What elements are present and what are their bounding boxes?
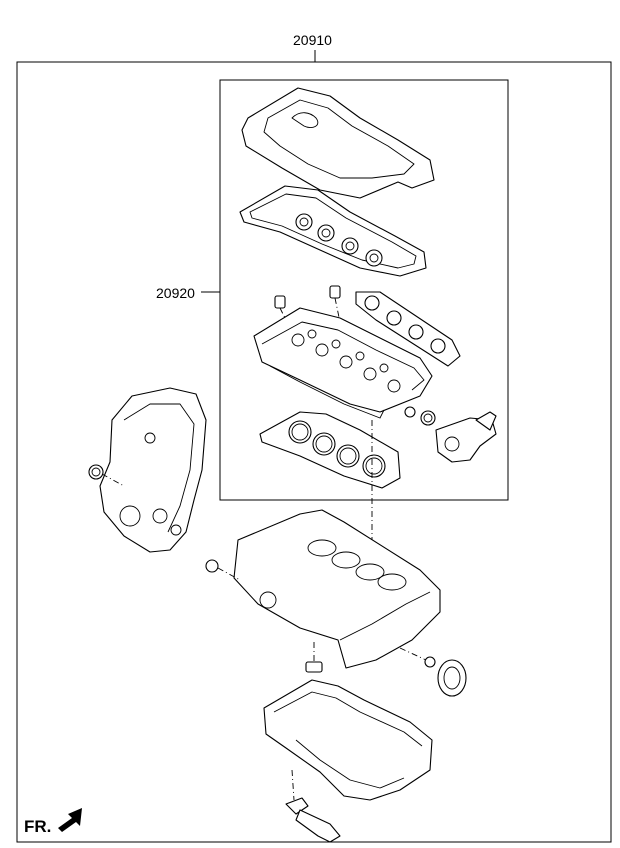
oil-strainer: [285, 797, 341, 843]
inner-frame-20920: [219, 79, 509, 501]
exhaust-manifold-gasket: [355, 291, 461, 367]
label-20920: 20920: [156, 285, 195, 301]
alignment-line-pickup: [291, 769, 295, 801]
outer-frame-20910: [16, 61, 612, 843]
seal-ring-medium: [420, 410, 436, 426]
timing-chain-cover: [99, 387, 207, 553]
front-arrow-icon: [58, 808, 82, 832]
label-20910: 20910: [293, 32, 332, 48]
rocker-cover: [241, 87, 435, 199]
front-label: FR.: [24, 817, 51, 836]
block-side-seal: [205, 559, 241, 581]
seal-ring-small: [404, 406, 416, 418]
head-gasket: [259, 411, 401, 489]
cylinder-head: [253, 307, 433, 419]
front-crank-seal: [88, 464, 125, 487]
thermostat-housing: [435, 411, 497, 463]
cylinder-block: [233, 509, 441, 669]
oil-pan: [263, 679, 433, 801]
rocker-cover-gasket: [239, 185, 427, 277]
rear-crank-seal: [399, 647, 467, 697]
oil-filter-gasket: [305, 642, 323, 673]
